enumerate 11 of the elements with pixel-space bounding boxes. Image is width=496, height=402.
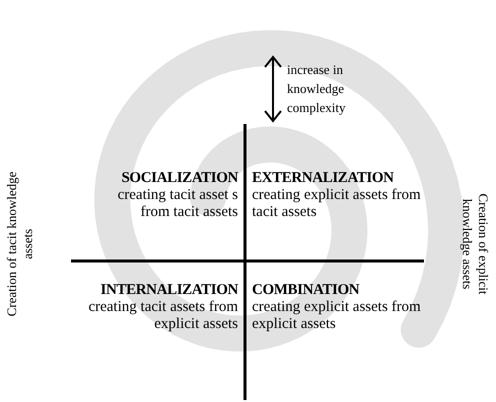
quadrant-description: creating explicit assets from explicit assets	[252, 299, 422, 333]
quadrant-title: COMBINATION	[252, 282, 360, 299]
quadrant-title: INTERNALIZATION	[100, 282, 238, 299]
quadrant-description: creating explicit assets from tacit assets	[252, 187, 422, 221]
quadrant-title: EXTERNALIZATION	[252, 170, 394, 187]
side-label: Creation of explicit knowledge assets	[459, 192, 491, 297]
quadrant-title: SOCIALIZATION	[121, 170, 238, 187]
side-label: Creation of tacit knowledge assets	[4, 170, 36, 318]
axis-annotation: increase in knowledge complexity	[287, 61, 346, 117]
quadrant-description: creating tacit asset s from tacit assets	[116, 187, 238, 221]
quadrant-description: creating tacit assets from explicit assets	[87, 299, 238, 333]
